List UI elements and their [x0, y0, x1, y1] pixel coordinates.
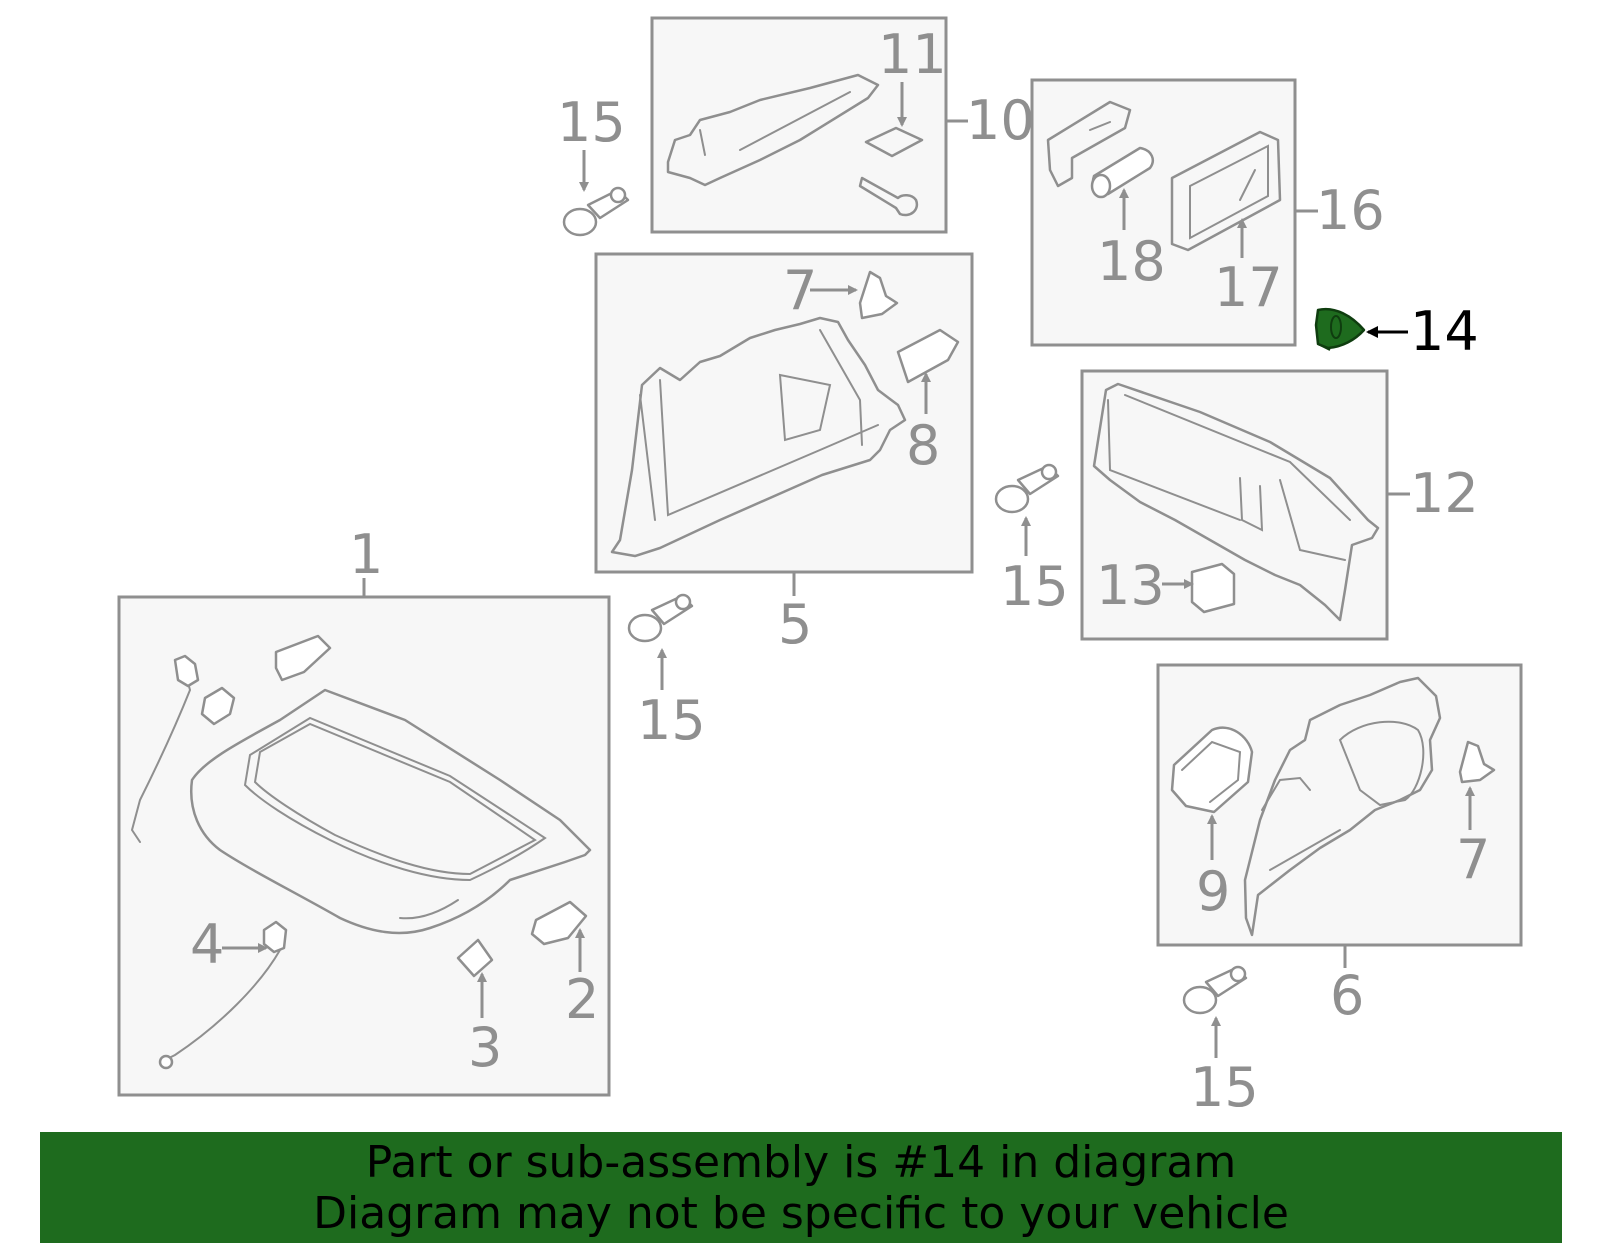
svg-text:16: 16	[1316, 179, 1385, 242]
callout-5: 5	[778, 572, 812, 656]
callout-15-bottom: 15	[1190, 1016, 1259, 1119]
callout-15-mid-right: 15	[1000, 516, 1069, 618]
callout-11: 11	[878, 23, 947, 127]
svg-text:5: 5	[778, 593, 812, 656]
callout-9: 9	[1196, 814, 1230, 923]
banner-line-2: Diagram may not be specific to your vehi…	[313, 1187, 1289, 1239]
callout-12: 12	[1387, 462, 1479, 525]
svg-text:10: 10	[966, 89, 1035, 152]
callout-6: 6	[1330, 945, 1364, 1027]
callout-15-top: 15	[557, 91, 626, 192]
group-12-box	[1080, 369, 1389, 641]
svg-text:18: 18	[1097, 230, 1166, 293]
svg-text:6: 6	[1330, 964, 1364, 1027]
svg-text:15: 15	[557, 91, 626, 154]
group-6-box	[1156, 663, 1523, 947]
svg-text:15: 15	[1000, 555, 1069, 618]
callout-2: 2	[565, 928, 599, 1031]
callout-16: 16	[1295, 179, 1385, 242]
callout-18: 18	[1097, 188, 1166, 293]
callout-10: 10	[946, 89, 1035, 152]
svg-text:8: 8	[906, 414, 940, 477]
callout-1: 1	[349, 523, 383, 597]
svg-text:4: 4	[190, 913, 224, 976]
svg-text:13: 13	[1096, 554, 1165, 617]
callout-8: 8	[906, 372, 940, 477]
info-banner: Part or sub-assembly is #14 in diagram D…	[40, 1132, 1562, 1243]
callout-15-mid-left: 15	[637, 648, 706, 752]
callout-7-bottom: 7	[1456, 786, 1490, 891]
part-14-highlighted[interactable]	[1314, 307, 1366, 351]
svg-text:7: 7	[1456, 828, 1490, 891]
svg-text:11: 11	[878, 23, 947, 86]
callout-14: 14	[1366, 300, 1479, 363]
svg-text:9: 9	[1196, 860, 1230, 923]
svg-text:15: 15	[1190, 1056, 1259, 1119]
callout-7-top: 7	[783, 259, 858, 322]
callout-3: 3	[468, 972, 502, 1079]
svg-text:17: 17	[1214, 256, 1283, 319]
svg-text:3: 3	[468, 1016, 502, 1079]
svg-text:14: 14	[1410, 300, 1479, 363]
callout-13: 13	[1096, 554, 1194, 617]
group-1-box	[117, 595, 611, 1097]
push-pin-fastener-top	[562, 186, 630, 237]
callout-4: 4	[190, 913, 268, 976]
callout-17: 17	[1214, 218, 1283, 319]
push-pin-fastener-mid-right	[994, 463, 1060, 514]
banner-line-1: Part or sub-assembly is #14 in diagram	[365, 1136, 1237, 1188]
group-5-box	[594, 252, 974, 574]
svg-text:12: 12	[1410, 462, 1479, 525]
push-pin-fastener-bottom	[1182, 965, 1248, 1015]
svg-text:2: 2	[565, 968, 599, 1031]
svg-text:1: 1	[349, 523, 383, 586]
svg-text:15: 15	[637, 689, 706, 752]
push-pin-fastener-mid-left	[627, 593, 694, 643]
